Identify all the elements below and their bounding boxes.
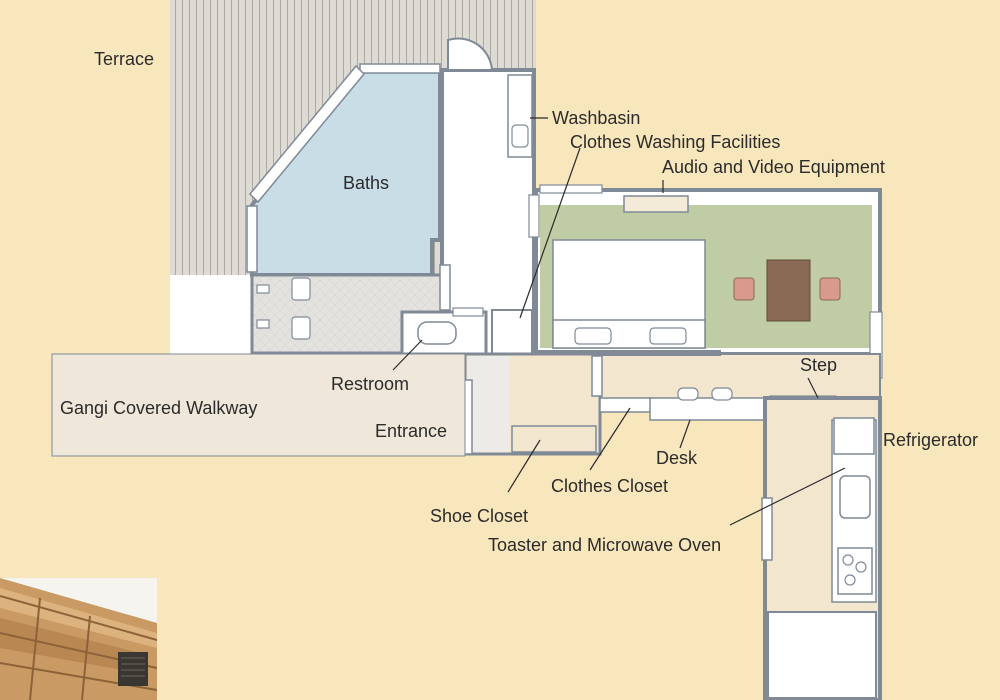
label-clothes-closet: Clothes Closet [551,476,669,496]
label-desk: Desk [656,448,698,468]
washbasin-sink [511,124,529,148]
sink [839,475,871,519]
kitchen-window [761,497,773,561]
living-step-floor [599,353,881,403]
stove [837,547,873,595]
bath-fixtures [256,277,311,340]
gangi-walkway [51,353,466,457]
washing-facility [491,309,533,355]
label-toaster-microwave: Toaster and Microwave Oven [488,535,722,555]
label-clothes-washing: Clothes Washing Facilities [570,132,781,152]
divider-line [536,350,721,356]
restroom-door [452,307,484,317]
hall-door [591,355,603,397]
label-terrace: Terrace [94,49,155,69]
bath-window-diagonal [248,64,366,204]
desk-chair-right [711,387,733,401]
toilet [417,321,457,345]
cushion-right [819,277,841,301]
label-shoe-closet: Shoe Closet [430,506,529,526]
pillow-left [574,327,612,345]
label-step: Step [800,355,838,375]
bath-window-top [359,63,441,74]
label-baths: Baths [343,173,390,193]
genkan [468,356,510,452]
terrace-deck-lower [170,275,252,355]
label-gangi-walkway: Gangi Covered Walkway [60,398,258,418]
shoe-closet [511,425,597,453]
kitchen-lower-room [767,611,877,699]
label-refrigerator: Refrigerator [883,430,979,450]
leader-lines [392,117,846,526]
corridor-door [439,264,451,311]
refrigerator [833,417,875,455]
stove-burners [842,554,867,586]
desk-chair-left [677,387,699,401]
label-entrance: Entrance [375,421,448,441]
eaves-photo [0,578,157,700]
bath-window-left [246,205,258,273]
label-washbasin: Washbasin [552,108,641,128]
low-table [766,259,811,322]
audio-video-unit [623,195,689,213]
door-swing [447,37,494,71]
label-audio-video: Audio and Video Equipment [662,157,885,177]
cushion-left [733,277,755,301]
clothes-closet [599,397,653,413]
living-window-left [528,194,540,238]
label-restroom: Restroom [331,374,410,394]
pillow-right [649,327,687,345]
desk [649,397,767,421]
living-window-top [539,184,603,194]
